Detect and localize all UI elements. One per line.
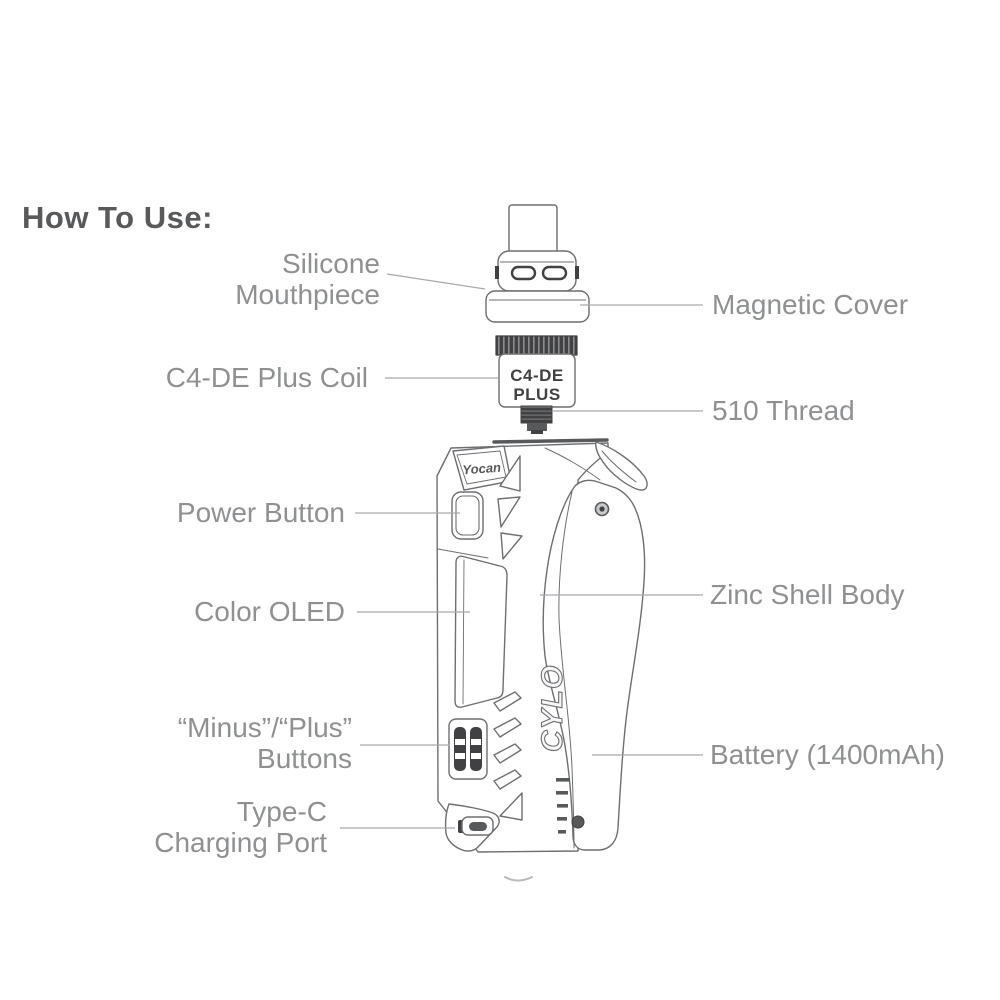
top-vent-triangles <box>497 455 523 560</box>
coil-marking-line1: C4-DE <box>510 366 564 385</box>
label-magnetic-cover: Magnetic Cover <box>712 289 909 320</box>
screw-bottom <box>571 815 585 829</box>
power-button-drawing <box>451 491 484 540</box>
label-line: “Minus”/“Plus” <box>177 712 352 743</box>
label-line: Mouthpiece <box>235 279 380 310</box>
label-line: Silicone <box>281 248 380 279</box>
minus-plus-buttons-drawing <box>448 718 488 780</box>
top-hook-drawing <box>595 441 648 491</box>
device-top-deck <box>492 438 609 444</box>
brand-logo-text: Yocan <box>462 460 502 478</box>
leader-lines <box>340 273 703 829</box>
screw-top <box>594 501 610 517</box>
label-line: Buttons <box>257 743 352 774</box>
label-type-c-charging-port: Type-C Charging Port <box>154 796 327 858</box>
coil-knurl-band <box>495 335 578 356</box>
label-510-thread: 510 Thread <box>712 395 855 426</box>
model-marking-text: CYLO <box>536 665 569 752</box>
label-line: Type-C <box>236 796 327 827</box>
coil-drawing: C4-DE PLUS <box>495 335 578 434</box>
oled-screen-drawing <box>454 555 508 708</box>
mouthpiece-drawing <box>485 204 590 323</box>
thread-510-drawing <box>520 405 553 434</box>
label-battery: Battery (1400mAh) <box>710 739 945 770</box>
coil-marking-line2: PLUS <box>513 385 560 404</box>
type-c-port-drawing <box>444 803 500 852</box>
shadow-mark <box>504 876 533 882</box>
label-line: Charging Port <box>154 827 327 858</box>
device-body-drawing: CYLO Yocan <box>436 438 648 882</box>
side-vent-slats <box>493 691 523 821</box>
mouthpiece-tip <box>508 204 558 256</box>
label-power-button: Power Button <box>176 497 345 528</box>
label-zinc-shell-body: Zinc Shell Body <box>710 579 905 610</box>
zinc-shell-drawing <box>542 479 646 851</box>
speed-dashes <box>556 778 570 834</box>
label-silicone-mouthpiece: Silicone Mouthpiece <box>235 248 380 310</box>
leader-silicone-mouthpiece <box>386 273 486 290</box>
page-title: How To Use: <box>22 200 213 235</box>
neck-contour-line <box>544 447 601 481</box>
housing-seam-line <box>437 548 489 559</box>
label-c4de-plus-coil: C4-DE Plus Coil <box>165 362 368 393</box>
label-color-oled: Color OLED <box>194 596 345 627</box>
label-minus-plus-buttons: “Minus”/“Plus” Buttons <box>178 712 352 774</box>
magnetic-cover-drawing <box>485 290 590 323</box>
